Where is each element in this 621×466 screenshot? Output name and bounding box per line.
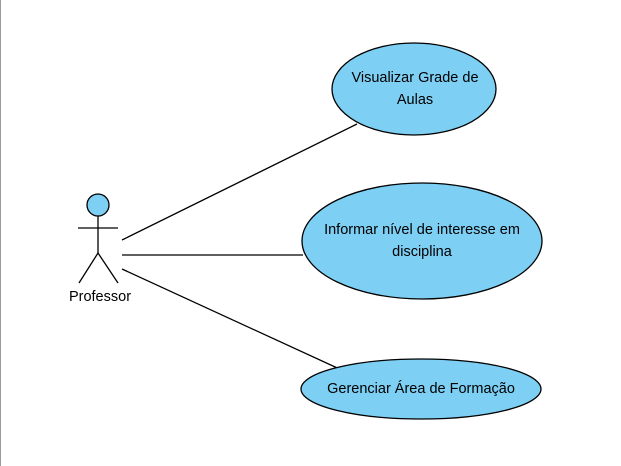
actor-figure[interactable] (78, 193, 119, 284)
actor-head (86, 193, 110, 217)
actor-right-leg (97, 252, 119, 284)
use-case-ellipse-visualizar[interactable] (331, 42, 497, 136)
association-line-visualizar (121, 123, 358, 241)
association-line-gerenciar (121, 268, 347, 373)
use-case-ellipse-informar[interactable] (301, 182, 543, 300)
use-case-ellipse-gerenciar[interactable] (300, 358, 542, 420)
actor-name: Professor (68, 289, 132, 305)
actor-left-leg (78, 252, 99, 284)
